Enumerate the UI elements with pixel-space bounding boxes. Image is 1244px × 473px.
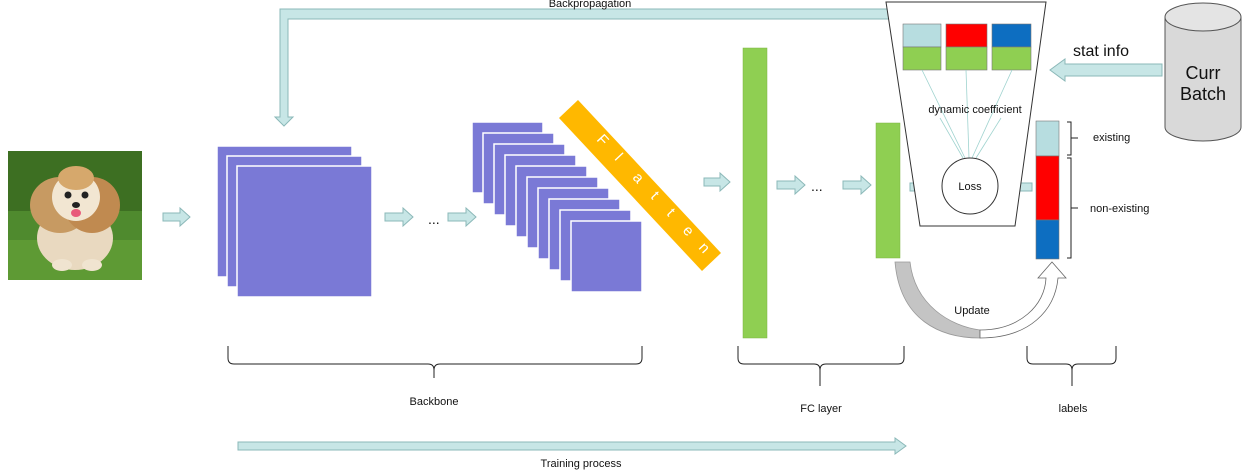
fc-layer-brace xyxy=(737,346,905,386)
non-existing-bracket xyxy=(1067,157,1078,259)
dynamic-coefficient-label: dynamic coefficient xyxy=(928,104,1021,116)
fc-layer-large xyxy=(742,47,768,339)
loss-label: Loss xyxy=(958,181,982,193)
dog-photo-icon xyxy=(8,151,142,280)
backpropagation-label: Backpropagation xyxy=(549,0,632,10)
backbone-brace xyxy=(227,346,643,378)
label-existing-segment xyxy=(1035,120,1060,157)
existing-bracket xyxy=(1067,121,1078,156)
backpropagation-arrow xyxy=(273,8,891,127)
existing-label: existing xyxy=(1093,132,1130,144)
fc-layer-label: FC layer xyxy=(800,403,842,415)
label-red-segment xyxy=(1035,155,1060,221)
update-arrow xyxy=(894,261,1067,339)
non-existing-label: non-existing xyxy=(1090,203,1149,215)
loss-module: dynamic coefficient Loss xyxy=(885,1,1047,227)
coef-box-2-bottom xyxy=(945,46,988,71)
arrow-backbone-2 xyxy=(447,206,477,228)
stat-info-label: stat info xyxy=(1073,43,1129,60)
coefficient-lines xyxy=(921,69,1013,159)
label-blue-segment xyxy=(1035,219,1060,260)
arrow-fc-2 xyxy=(842,174,872,196)
update-label: Update xyxy=(954,305,989,317)
coef-box-3-top xyxy=(991,23,1032,48)
loss-circle xyxy=(941,157,999,215)
arrow-image-to-backbone xyxy=(162,206,191,228)
arrow-stat-info xyxy=(1049,58,1163,82)
database-cylinder-icon xyxy=(1164,2,1242,142)
flatten-bar: F l a t t e n xyxy=(559,100,721,271)
coef-box-1-bottom xyxy=(902,46,942,71)
labels-vector xyxy=(1035,120,1060,260)
labels-brace xyxy=(1026,346,1117,386)
backbone-label: Backbone xyxy=(410,396,459,408)
coef-box-1-top xyxy=(902,23,942,48)
feature-map-stack-large xyxy=(216,145,373,298)
labels-label: labels xyxy=(1059,403,1088,415)
backbone-ellipsis: ... xyxy=(428,211,440,227)
curr-batch-line2: Batch xyxy=(1180,84,1226,104)
curr-batch-line1: Curr xyxy=(1186,63,1221,83)
arrow-fc-1 xyxy=(776,174,806,196)
training-process-arrow xyxy=(237,437,907,455)
fc-layer-output xyxy=(875,122,901,259)
training-process-label: Training process xyxy=(541,458,622,470)
coef-box-3-bottom xyxy=(991,46,1032,71)
fc-ellipsis: ... xyxy=(811,178,823,194)
coef-box-2-top xyxy=(945,23,988,48)
feature-map-stack-small xyxy=(471,121,643,293)
arrow-backbone-1 xyxy=(384,206,414,228)
arrow-flatten-to-fc xyxy=(703,171,731,193)
